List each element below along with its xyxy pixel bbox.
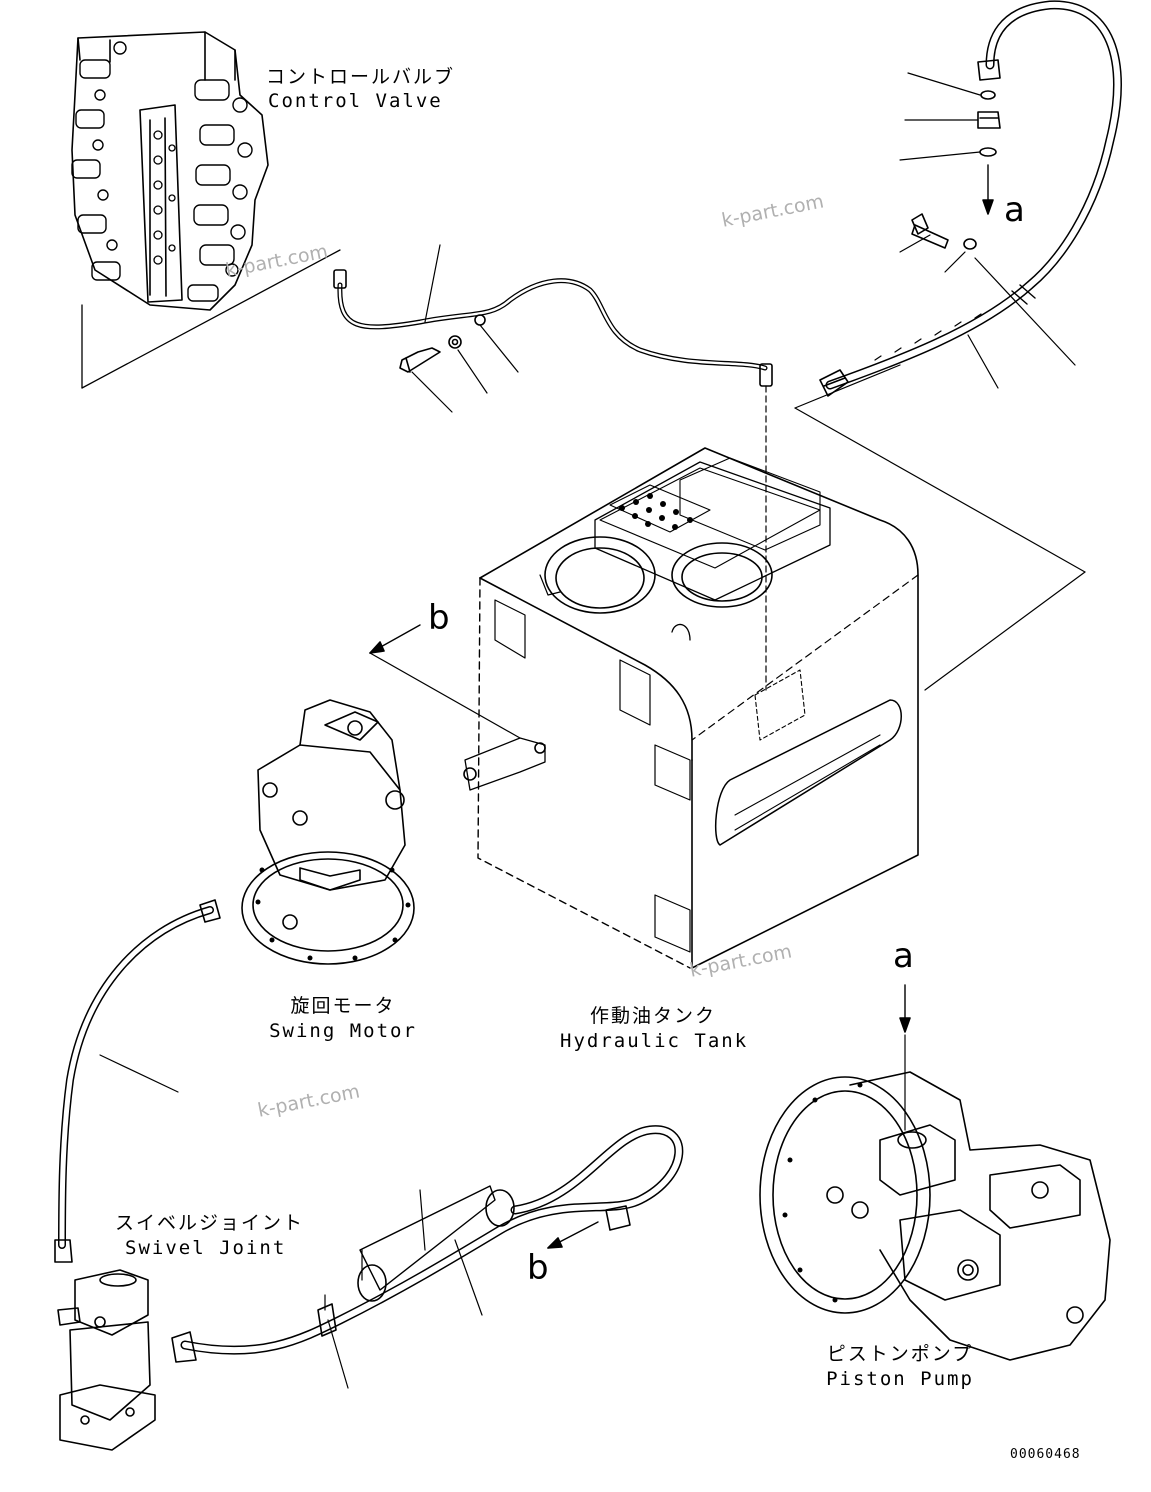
document-number: 00060468 (1010, 1447, 1081, 1462)
piston-pump-label-jp: ピストンポンプ (826, 1343, 974, 1365)
pump-hose-drawing (794, 0, 1122, 691)
swing-motor-label-en: Swing Motor (269, 1020, 417, 1042)
piston-pump-label-en: Piston Pump (826, 1368, 974, 1390)
callout-b-tank: b (428, 598, 450, 638)
hydraulic-tank-label-en: Hydraulic Tank (560, 1030, 749, 1052)
swing-hose-drawing (54, 899, 221, 1263)
callout-a-pump: a (893, 936, 914, 976)
control-valve-label-jp: コントロールバルブ (266, 66, 456, 88)
swivel-joint-label-jp: スイベルジョイント (115, 1212, 305, 1234)
control-valve-drawing (71, 31, 341, 389)
pilot-tube-drawing (333, 244, 773, 691)
callout-a-top: a (1004, 190, 1025, 230)
swivel-hose-drawing (171, 1125, 684, 1389)
hydraulic-tank-label-jp: 作動油タンク (589, 1005, 716, 1027)
piston-pump-drawing (759, 984, 1111, 1361)
callout-b-hose: b (527, 1248, 549, 1288)
swing-motor-label-jp: 旋回モータ (290, 995, 396, 1017)
control-valve-label-en: Control Valve (268, 90, 443, 112)
swivel-joint-label-en: Swivel Joint (125, 1237, 287, 1259)
swivel-joint-drawing (57, 1269, 156, 1451)
hydraulic-tank-drawing (369, 447, 919, 969)
swing-motor-drawing (241, 699, 415, 965)
